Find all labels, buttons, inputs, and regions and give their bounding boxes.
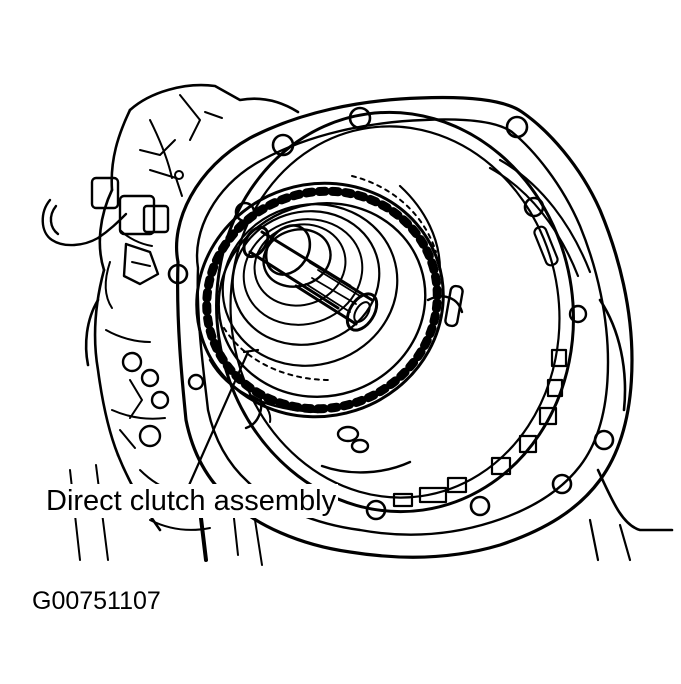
case-bore-ring bbox=[215, 110, 575, 514]
input-shaft bbox=[242, 224, 379, 332]
callout-label: Direct clutch assembly bbox=[44, 484, 339, 518]
callout-leader-tick bbox=[242, 348, 260, 354]
lower-left-fittings bbox=[119, 351, 272, 449]
wiring-harness bbox=[41, 169, 184, 309]
figure-code: G00751107 bbox=[32, 587, 161, 615]
callout-leader-line bbox=[184, 350, 250, 494]
housing-recesses bbox=[244, 284, 464, 474]
direct-clutch-assembly bbox=[195, 175, 445, 419]
